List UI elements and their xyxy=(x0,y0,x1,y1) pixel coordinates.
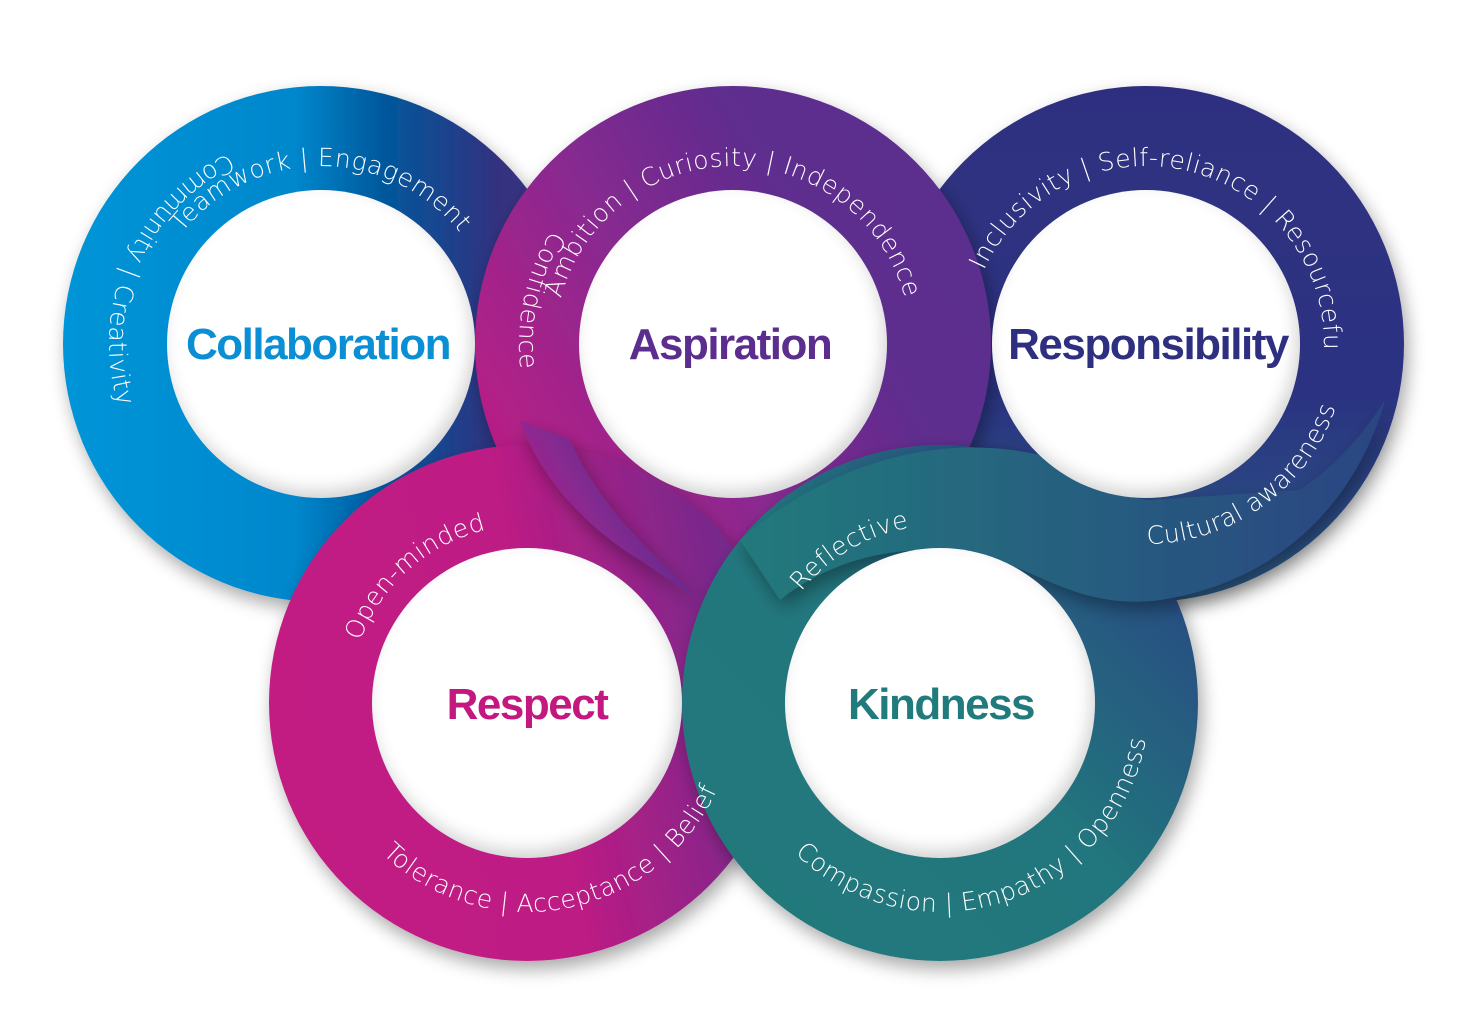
disk-respect xyxy=(372,548,682,858)
interlock-kindness-band xyxy=(740,400,1385,602)
title-collaboration: Collaboration xyxy=(186,320,450,369)
title-kindness: Kindness xyxy=(848,680,1034,729)
disk-aspiration xyxy=(579,190,887,498)
disk-collaboration xyxy=(167,190,475,498)
interlock-aspiration-over-respect xyxy=(520,420,700,600)
disk-responsibility xyxy=(992,190,1300,498)
title-responsibility: Responsibility xyxy=(1008,320,1290,369)
title-respect: Respect xyxy=(447,680,610,729)
disk-kindness xyxy=(785,548,1095,858)
title-aspiration: Aspiration xyxy=(629,320,832,369)
